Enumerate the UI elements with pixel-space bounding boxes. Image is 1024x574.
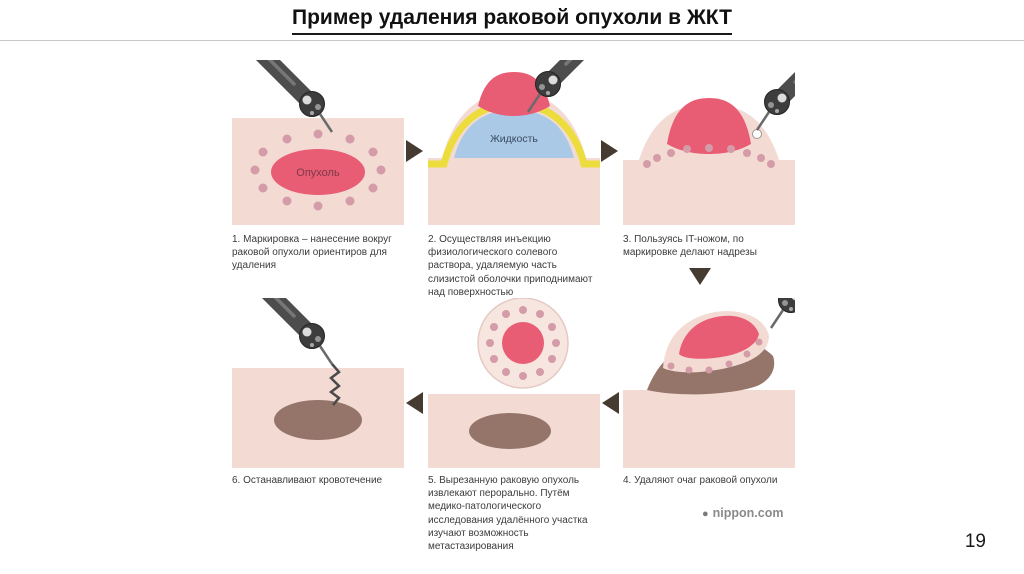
page-number: 19 <box>964 531 986 552</box>
wound-area <box>469 413 551 449</box>
credit-text: nippon.com <box>712 506 784 520</box>
step-5-panel: 5. Вырезанную раковую опухоль извлекают … <box>428 298 600 553</box>
tumor-shape <box>667 98 751 154</box>
step-1-panel: Опухоль 1. Маркировка – нанесение вокруг… <box>232 60 404 273</box>
flow-arrow-2-3-icon <box>601 140 618 162</box>
coagulation-zigzag <box>328 363 341 406</box>
step-6-illustration <box>232 298 404 468</box>
tumor-shape <box>502 322 544 364</box>
tissue-area <box>623 160 795 225</box>
endoscope-icon <box>771 298 795 328</box>
marker-dots <box>643 144 775 168</box>
step-4-caption: 4. Удаляют очаг раковой опухоли <box>623 475 778 486</box>
step-4-panel: 4. Удаляют очаг раковой опухоли <box>623 298 795 487</box>
marker-dots <box>486 306 560 380</box>
step-3-caption: 3. Пользуясь IT-ножом, по маркировке дел… <box>623 234 757 259</box>
endoscope-icon <box>757 60 795 130</box>
tissue-area <box>623 390 795 468</box>
marker-dots <box>667 338 763 374</box>
tumor-shape <box>679 315 759 359</box>
tissue-area <box>428 158 600 225</box>
fluid-label: Жидкость <box>490 133 538 145</box>
step-1-illustration: Опухоль <box>232 60 404 225</box>
step-4-illustration <box>623 298 795 468</box>
flow-arrow-1-2-icon <box>406 140 423 162</box>
step-2-caption: 2. Осуществляя инъекцию физиологического… <box>428 234 593 298</box>
step-6-caption: 6. Останавливают кровотечение <box>232 475 383 486</box>
flow-arrow-4-5-icon <box>602 392 619 414</box>
tumor-shape <box>271 149 365 195</box>
step-2-illustration: Жидкость <box>428 60 600 225</box>
it-knife-tip <box>752 129 762 139</box>
wound-area <box>274 400 362 440</box>
marker-dots <box>250 129 386 211</box>
step-5-illustration <box>428 298 600 468</box>
step-3-panel: 3. Пользуясь IT-ножом, по маркировке дел… <box>623 60 795 259</box>
step-2-panel: Жидкость 2. Осуществляя инъекцию физиоло… <box>428 60 600 299</box>
endoscope-icon <box>252 298 332 364</box>
step-3-illustration <box>623 60 795 225</box>
step-1-caption: 1. Маркировка – нанесение вокруг раковой… <box>232 234 392 272</box>
step-5-caption: 5. Вырезанную раковую опухоль извлекают … <box>428 475 588 552</box>
nippon-credit: ●nippon.com <box>702 506 783 520</box>
flow-arrow-3-4-icon <box>689 268 711 285</box>
fluid-area <box>454 110 574 158</box>
flow-arrow-5-6-icon <box>406 392 423 414</box>
step-6-panel: 6. Останавливают кровотечение <box>232 298 404 487</box>
page-title: Пример удаления раковой опухоли в ЖКТ <box>0 6 1024 35</box>
title-divider <box>0 40 1024 41</box>
tumor-label: Опухоль <box>296 167 340 179</box>
nippon-logo-icon: ● <box>702 508 709 520</box>
